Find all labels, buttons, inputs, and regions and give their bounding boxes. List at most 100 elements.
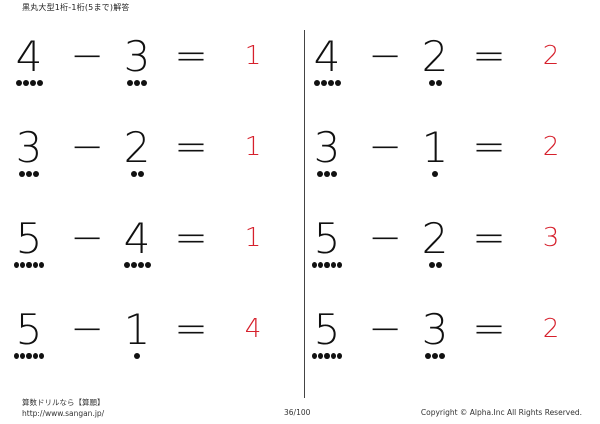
- subtraction-problem: 4−3=1: [14, 32, 294, 123]
- footer-url[interactable]: http://www.sangan.jp/: [22, 409, 105, 418]
- count-dot: [428, 262, 435, 268]
- answer: 1: [244, 223, 262, 253]
- count-dot: [32, 262, 38, 268]
- minuend: 5: [313, 305, 341, 354]
- equals-sign: =: [472, 124, 506, 170]
- minuend: 4: [313, 32, 341, 81]
- minuend: 4: [15, 32, 43, 81]
- count-dot: [435, 262, 442, 268]
- minuend: 3: [15, 123, 43, 172]
- count-dot: [318, 262, 324, 268]
- answer: 2: [542, 132, 560, 162]
- subtraction-problem: 3−1 = 2: [312, 123, 592, 214]
- minuend: 5: [15, 305, 43, 354]
- count-dot: [26, 262, 32, 268]
- footer-brand-block: 算数ドリルなら【算願】 http://www.sangan.jp/: [22, 397, 105, 419]
- count-dot: [20, 262, 26, 268]
- minus-sign: −: [368, 306, 402, 352]
- count-dot: [137, 262, 144, 268]
- count-dot: [330, 353, 336, 359]
- answer: 1: [244, 132, 262, 162]
- count-dot: [327, 80, 334, 86]
- minuend-dots: [312, 262, 343, 270]
- minuend-dots: [14, 353, 45, 361]
- answer: 2: [542, 314, 560, 344]
- minus-sign: −: [368, 215, 402, 261]
- minus-sign: −: [368, 124, 402, 170]
- minuend: 3: [313, 123, 341, 172]
- count-dot: [38, 262, 45, 268]
- answer: 1: [244, 41, 262, 71]
- subtraction-problem: 5−3 = 2: [312, 305, 592, 396]
- column-divider: [304, 30, 305, 398]
- count-dot: [134, 80, 140, 86]
- count-dot: [26, 353, 32, 359]
- count-dot: [14, 262, 20, 268]
- subtrahend: 3: [421, 305, 449, 354]
- equals-sign: =: [174, 306, 208, 352]
- count-dot: [324, 171, 330, 177]
- minus-sign: −: [368, 33, 402, 79]
- minuend-dots: [312, 80, 342, 88]
- subtrahend: 2: [123, 123, 151, 172]
- count-dot: [313, 80, 320, 86]
- minuend-dots: [312, 171, 342, 179]
- count-dot: [20, 353, 26, 359]
- minus-sign: −: [70, 124, 104, 170]
- minuend-dots: [14, 171, 44, 179]
- subtraction-problem: 3−2 = 1: [14, 123, 294, 214]
- count-dot: [334, 80, 341, 86]
- count-dot: [435, 80, 442, 86]
- equals-sign: =: [174, 215, 208, 261]
- worksheet-title: 黒丸大型1桁-1桁(5まで)解答: [22, 3, 130, 12]
- minuend: 5: [15, 214, 43, 263]
- subtrahend-dots: [122, 80, 152, 88]
- answer: 2: [542, 41, 560, 71]
- subtraction-problem: 5−4 = 1: [14, 214, 294, 305]
- equals-sign: =: [472, 306, 506, 352]
- count-dot: [19, 171, 25, 177]
- subtrahend: 1: [421, 123, 449, 172]
- subtrahend-dots: [122, 353, 152, 361]
- count-dot: [425, 353, 431, 359]
- count-dot: [324, 262, 330, 268]
- minus-sign: −: [70, 33, 104, 79]
- count-dot: [317, 171, 323, 177]
- count-dot: [432, 353, 438, 359]
- subtrahend: 1: [123, 305, 151, 354]
- count-dot: [312, 353, 318, 359]
- count-dot: [22, 80, 29, 86]
- subtraction-problem: 5−1=4: [14, 305, 294, 396]
- equals-sign: =: [472, 33, 506, 79]
- equals-sign: =: [174, 124, 208, 170]
- subtrahend: 2: [421, 32, 449, 81]
- count-dot: [318, 353, 324, 359]
- subtrahend: 4: [123, 214, 151, 263]
- count-dot: [130, 171, 137, 177]
- minuend-dots: [14, 262, 45, 270]
- subtrahend-dots: [420, 262, 450, 270]
- subtraction-problem: 4−2=2: [312, 32, 592, 123]
- subtrahend: 2: [421, 214, 449, 263]
- count-dot: [15, 80, 22, 86]
- count-dot: [312, 262, 318, 268]
- count-dot: [320, 80, 327, 86]
- count-dot: [14, 353, 20, 359]
- subtrahend-dots: [420, 353, 450, 361]
- count-dot: [439, 353, 445, 359]
- subtrahend-dots: [420, 80, 450, 88]
- copyright: Copyright © Alpha.Inc All Rights Reserve…: [420, 408, 582, 417]
- minus-sign: −: [70, 215, 104, 261]
- count-dot: [324, 353, 330, 359]
- count-dot: [36, 80, 43, 86]
- count-dot: [134, 353, 140, 359]
- subtrahend: 3: [123, 32, 151, 81]
- subtrahend-dots: [122, 262, 152, 270]
- subtrahend-dots: [420, 171, 450, 179]
- count-dot: [330, 262, 336, 268]
- count-dot: [32, 353, 38, 359]
- count-dot: [336, 353, 343, 359]
- footer-brand: 算数ドリルなら【算願】: [22, 398, 105, 407]
